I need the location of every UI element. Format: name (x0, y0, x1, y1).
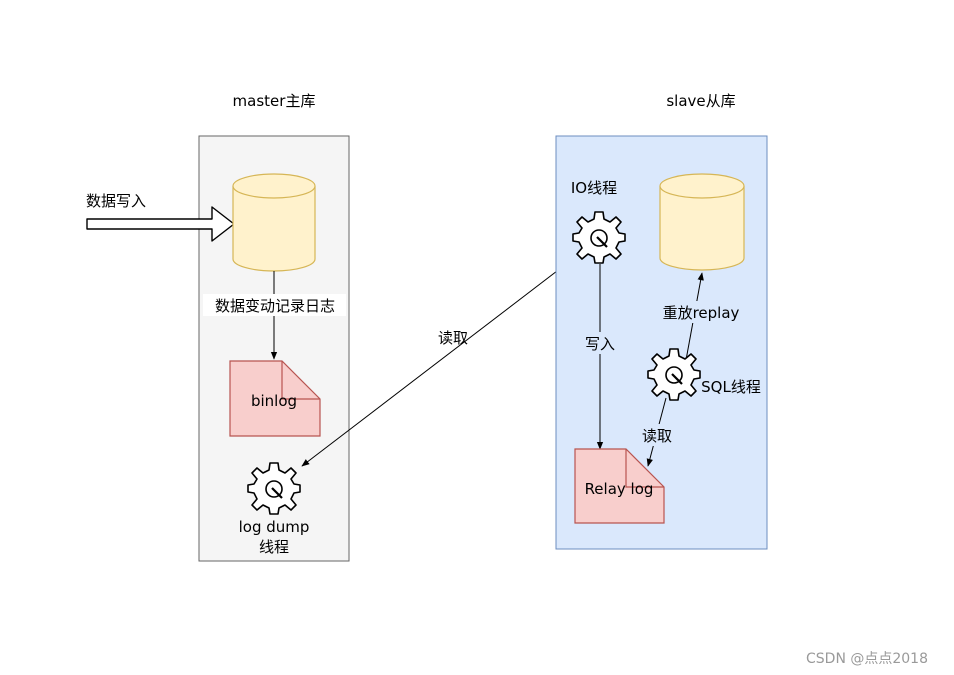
log-dump-label-line1: log dump (239, 518, 310, 536)
sql-thread-gear-icon (646, 347, 702, 402)
replay-label: 重放replay (663, 304, 740, 322)
log-dump-gear-icon (246, 461, 302, 516)
relay-log-file-icon (574, 448, 665, 524)
io-write-label: 写入 (585, 335, 615, 353)
csdn-watermark: CSDN @点点2018 (806, 651, 928, 667)
sql-thread-label: SQL线程 (701, 378, 761, 396)
binlog-label: binlog (251, 392, 297, 410)
log-dump-label-line2: 线程 (259, 538, 289, 556)
data-input-arrow (86, 206, 235, 242)
io-thread-label: IO线程 (571, 179, 617, 197)
dump-io-link-arrow (301, 257, 575, 467)
io-thread-gear-icon (571, 210, 627, 265)
slave-database-icon (659, 173, 745, 271)
master-title: master主库 (233, 92, 316, 110)
sql-read-label: 读取 (642, 427, 672, 445)
slave-title: slave从库 (666, 92, 735, 110)
data-input-label: 数据写入 (86, 192, 146, 210)
record-log-label: 数据变动记录日志 (215, 297, 335, 315)
relay-log-label: Relay log (585, 480, 654, 498)
link-read-label: 读取 (438, 329, 468, 347)
master-database-icon (232, 173, 316, 272)
